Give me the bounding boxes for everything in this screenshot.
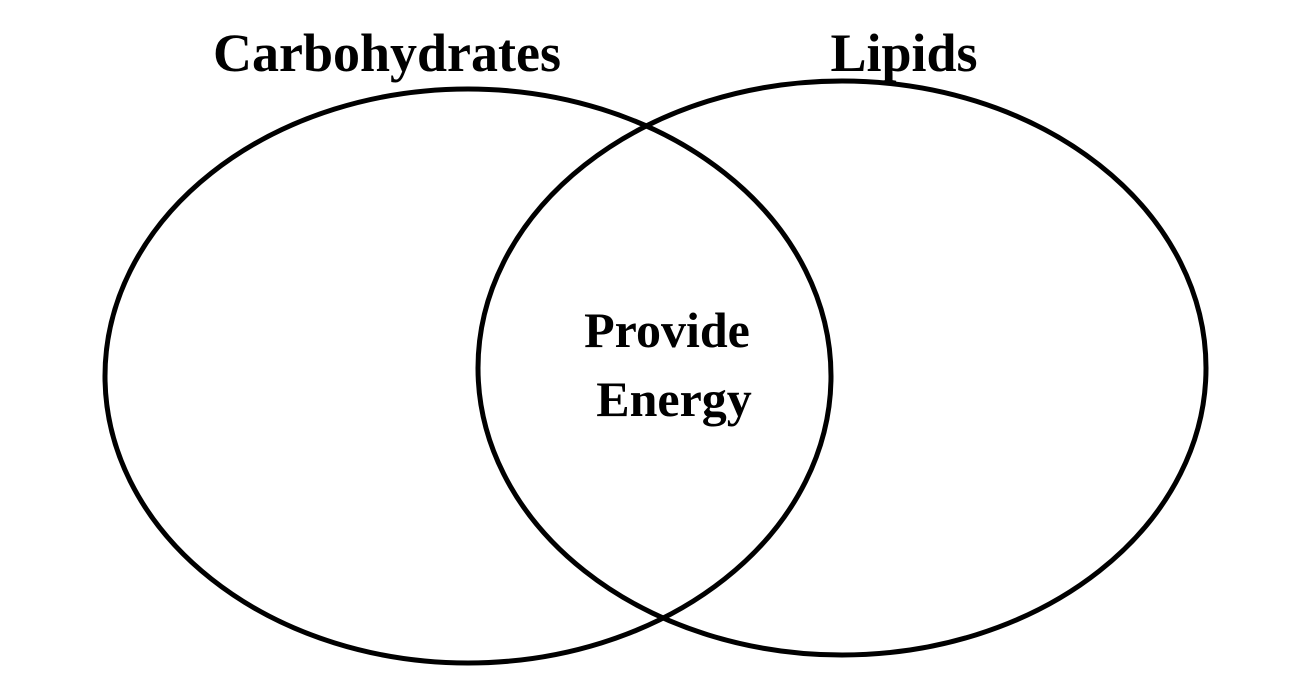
carbohydrates-set-ellipse bbox=[102, 86, 834, 666]
overlap-label-line-1: Provide bbox=[584, 302, 750, 358]
lipids-set-label: Lipids bbox=[830, 23, 977, 83]
lipids-set-ellipse bbox=[475, 78, 1209, 658]
overlap-label-line-2: Energy bbox=[596, 371, 752, 427]
carbohydrates-set-label: Carbohydrates bbox=[213, 23, 561, 83]
